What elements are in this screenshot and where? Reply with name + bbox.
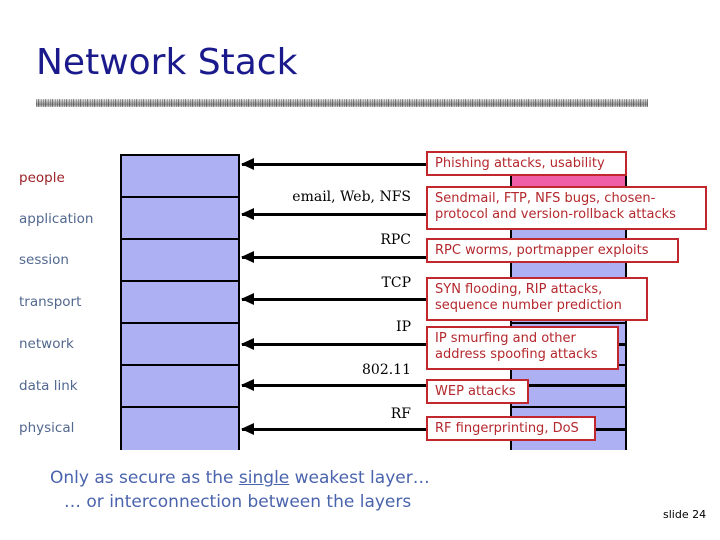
stack-left-cell-application [122,198,238,240]
summary-caption: Only as secure as the single weakest lay… [50,466,430,514]
stack-left-cell-physical [122,408,238,450]
layer-label-people: people [19,170,65,186]
protocol-label-data-link: 802.11 [362,362,411,378]
stack-right-cell-data-link [512,366,625,408]
stack-left-cell-session [122,240,238,282]
caption-line1-before: Only as secure as the [50,468,239,488]
stack-left-cell-network [122,324,238,366]
protocol-stack-left [120,154,240,450]
protocol-label-transport: TCP [381,275,411,291]
layer-label-physical: physical [19,420,75,436]
attack-box-session: RPC worms, portmapper exploits [426,238,679,263]
attack-box-people: Phishing attacks, usability [426,151,627,176]
attack-box-transport: SYN flooding, RIP attacks, sequence numb… [426,277,648,321]
layer-label-session: session [19,252,69,268]
protocol-label-network: IP [396,319,411,335]
attack-box-physical: RF fingerprinting, DoS [426,416,596,441]
attack-box-network: IP smurfing and other address spoofing a… [426,326,619,370]
caption-line2: … or interconnection between the layers [64,492,412,512]
attack-box-application: Sendmail, FTP, NFS bugs, chosen- protoco… [426,186,707,230]
stack-left-cell-transport [122,282,238,324]
layer-label-transport: transport [19,294,82,310]
caption-line1-after: weakest layer… [289,468,430,488]
layer-label-network: network [19,336,74,352]
slide-number: slide 24 [663,508,707,521]
attack-box-data-link: WEP attacks [426,379,529,404]
protocol-label-physical: RF [390,406,411,422]
layer-label-application: application [19,211,94,227]
layer-label-data-link: data link [19,378,78,394]
protocol-label-application: email, Web, NFS [292,189,411,205]
title-divider [36,99,648,107]
caption-line1-underlined: single [238,468,290,488]
stack-left-cell-people [122,156,238,198]
protocol-label-session: RPC [380,232,411,248]
page-title: Network Stack [36,42,298,83]
stack-left-cell-data-link [122,366,238,408]
